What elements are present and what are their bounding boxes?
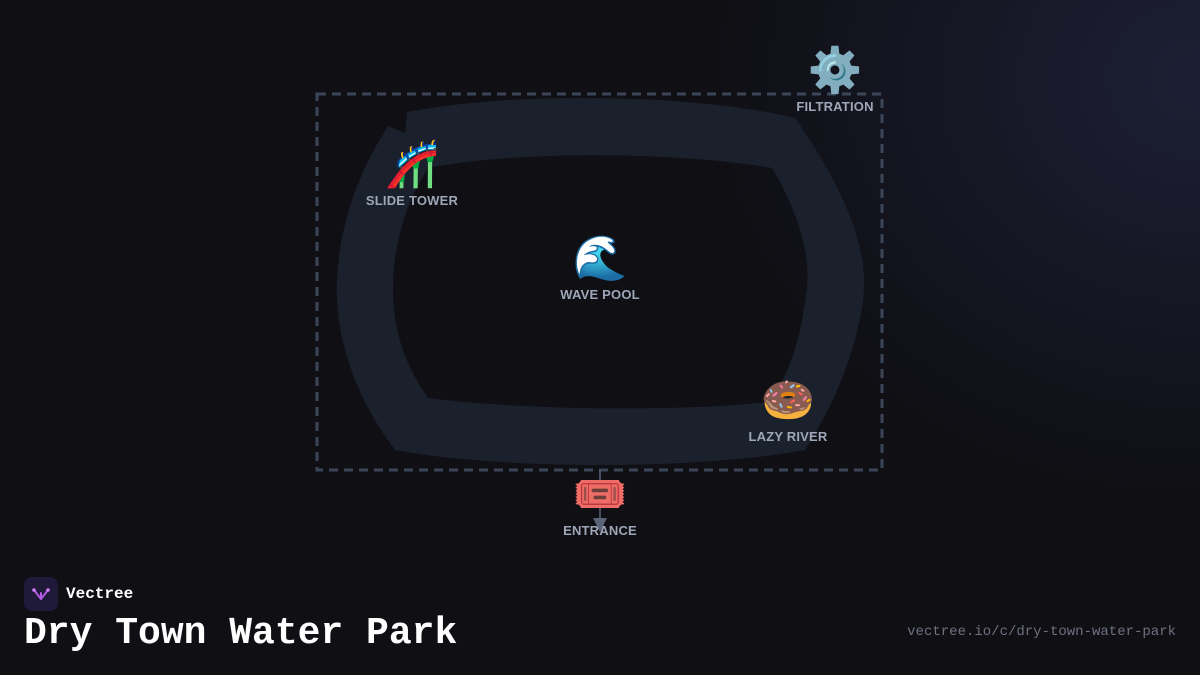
node-wave-pool[interactable]: 🌊 WAVE POOL xyxy=(520,233,680,302)
roller-coaster-icon: 🎢 xyxy=(384,140,440,189)
gear-icon: ⚙️ xyxy=(807,46,863,95)
entrance-arrowhead xyxy=(593,518,607,532)
node-label: LAZY RIVER xyxy=(748,429,828,444)
footer-url[interactable]: vectree.io/c/dry-town-water-park xyxy=(907,624,1176,640)
page-title: Dry Town Water Park xyxy=(24,612,458,655)
lazy-river-channel xyxy=(336,97,865,465)
node-label: FILTRATION xyxy=(796,99,874,114)
node-label: ENTRANCE xyxy=(563,523,637,538)
donut-icon: 🍩 xyxy=(760,376,816,425)
node-lazy-river[interactable]: 🍩 LAZY RIVER xyxy=(708,375,868,444)
brand[interactable]: Vectree xyxy=(24,577,133,611)
node-slide-tower[interactable]: 🎢 SLIDE TOWER xyxy=(332,139,492,208)
brand-name: Vectree xyxy=(66,585,134,603)
node-label: SLIDE TOWER xyxy=(365,193,459,208)
node-label: WAVE POOL xyxy=(560,287,640,302)
ticket-icon: 🎟️ xyxy=(572,470,628,519)
vectree-logo-icon xyxy=(24,577,58,611)
wave-icon: 🌊 xyxy=(572,234,628,283)
node-filtration[interactable]: ⚙️ FILTRATION xyxy=(755,45,915,114)
node-entrance[interactable]: 🎟️ ENTRANCE xyxy=(520,469,680,538)
